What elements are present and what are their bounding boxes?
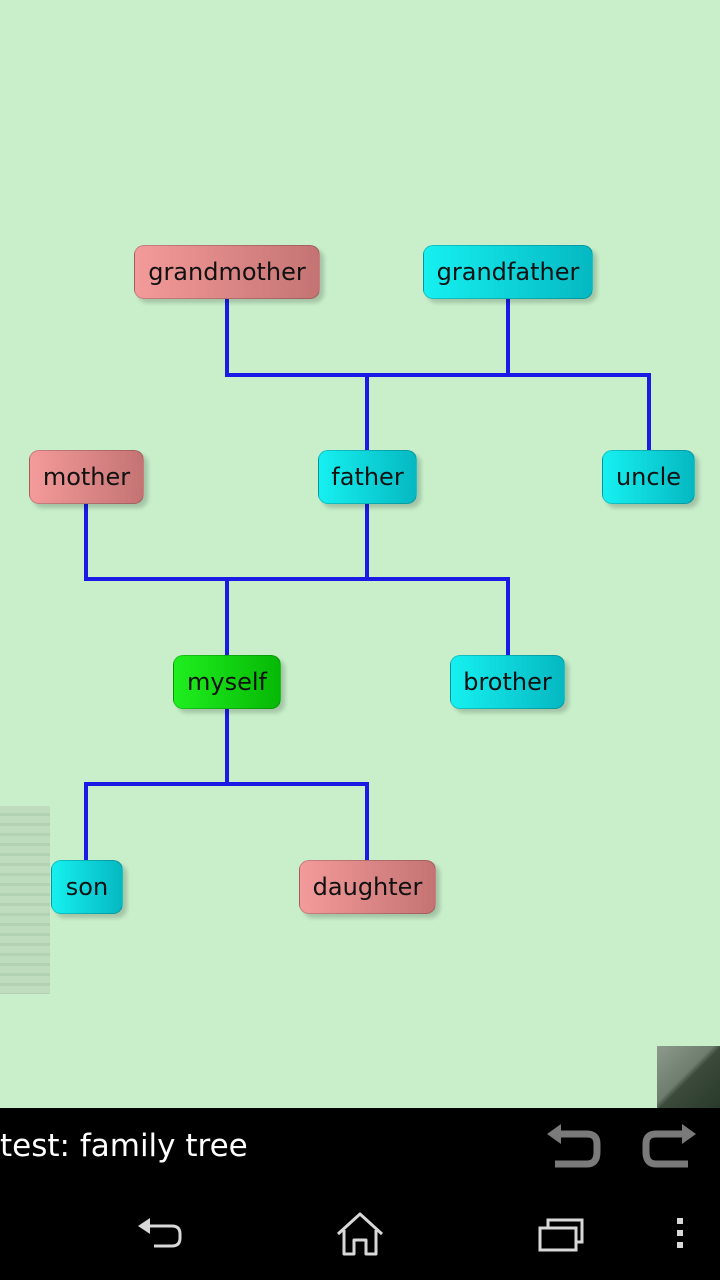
- home-button[interactable]: [332, 1210, 388, 1258]
- recents-button[interactable]: [532, 1210, 588, 1258]
- node-label: grandmother: [148, 258, 306, 286]
- back-button[interactable]: [132, 1210, 188, 1258]
- redo-icon: [642, 1124, 696, 1168]
- undo-icon: [547, 1124, 601, 1168]
- node-label: brother: [463, 668, 552, 696]
- node-son[interactable]: son: [51, 860, 123, 914]
- tree-connectors: [84, 297, 651, 862]
- node-label: uncle: [615, 463, 682, 491]
- overflow-menu-icon: [677, 1218, 683, 1248]
- action-bar: test: family tree: [0, 1108, 720, 1188]
- redo-button[interactable]: [640, 1122, 700, 1174]
- node-father[interactable]: father: [318, 450, 417, 504]
- node-mother[interactable]: mother: [29, 450, 144, 504]
- node-label: mother: [42, 463, 131, 491]
- node-label: father: [331, 463, 404, 491]
- node-label: grandfather: [436, 258, 580, 286]
- page-curl-corner[interactable]: [657, 1046, 720, 1108]
- node-grandfather[interactable]: grandfather: [423, 245, 593, 299]
- back-icon: [138, 1218, 182, 1248]
- node-label: son: [65, 873, 109, 901]
- scroll-edge-strip[interactable]: [0, 806, 50, 994]
- node-daughter[interactable]: daughter: [299, 860, 436, 914]
- undo-button[interactable]: [543, 1122, 603, 1174]
- page-title: test: family tree: [0, 1128, 248, 1164]
- node-myself[interactable]: myself: [173, 655, 281, 709]
- node-uncle[interactable]: uncle: [602, 450, 695, 504]
- family-tree-canvas[interactable]: grandmother grandfather mother father un…: [0, 0, 720, 1108]
- node-label: myself: [187, 668, 267, 696]
- system-nav-bar: [0, 1188, 720, 1280]
- node-label: daughter: [312, 873, 423, 901]
- node-grandmother[interactable]: grandmother: [134, 245, 320, 299]
- home-icon: [336, 1212, 384, 1256]
- overflow-menu-button[interactable]: [654, 1210, 706, 1258]
- recents-icon: [538, 1218, 584, 1252]
- node-brother[interactable]: brother: [450, 655, 565, 709]
